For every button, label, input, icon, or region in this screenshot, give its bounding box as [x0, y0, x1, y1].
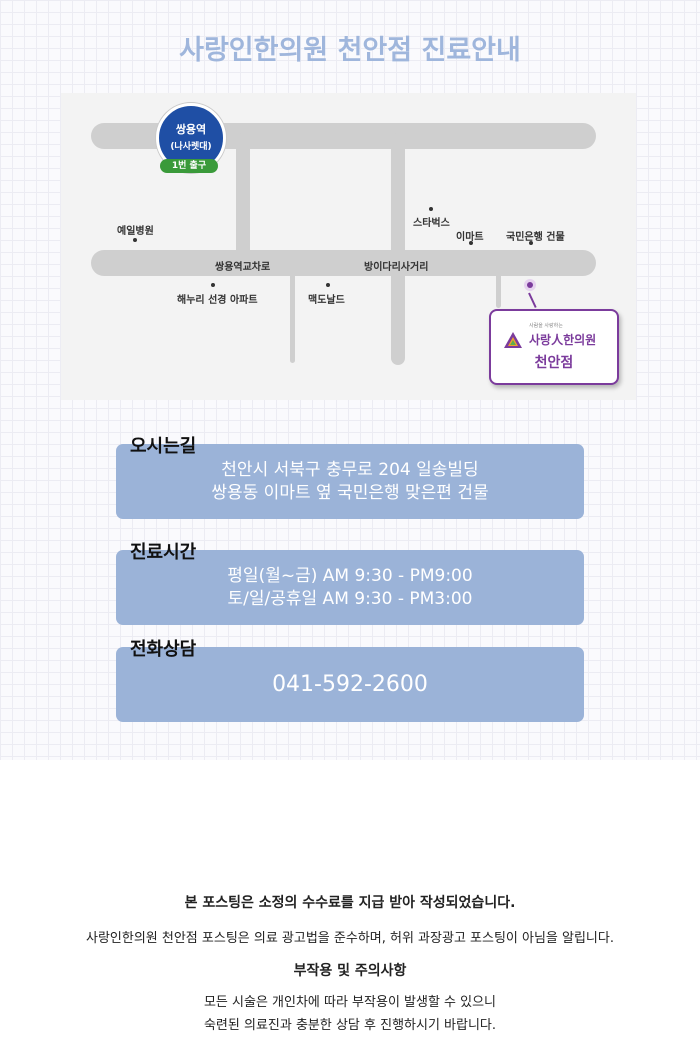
clinic-marker: 사람을 사랑하는 사랑人한의원 천안점 — [489, 309, 619, 385]
page-title: 사랑인한의원 천안점 진료안내 — [179, 35, 521, 66]
label-mcdonalds: 맥도날드 — [308, 295, 345, 306]
notice-side-effects-heading: 부작용 및 주의사항 — [293, 963, 407, 979]
hours-heading: 진료시간 — [130, 542, 197, 563]
label-emart: 이마트 — [456, 232, 484, 243]
location-heading: 오시는길 — [130, 436, 197, 457]
location-box: 천안시 서북구 충무로 204 일송빌딩 쌍용동 이마트 옆 국민은행 맞은편 … — [116, 444, 584, 519]
dot-apartment — [211, 283, 215, 287]
phone-heading: 전화상담 — [130, 639, 197, 660]
label-intersection1: 쌍용역교차로 — [215, 262, 271, 273]
notice-compliance: 사랑인한의원 천안점 포스팅은 의료 광고법을 준수하며, 허위 과장광고 포스… — [86, 931, 614, 946]
label-starbucks: 스타벅스 — [413, 218, 450, 229]
dot-hospital — [133, 238, 137, 242]
clinic-location-dot — [527, 282, 533, 288]
notice-side-effects-line2: 숙련된 의료진과 충분한 상담 후 진행하시기 바랍니다. — [203, 1018, 497, 1033]
clinic-brand: 사랑人한의원 — [529, 333, 597, 347]
notice-side-effects-line1: 모든 시술은 개인차에 따라 부작용이 발생할 수 있으니 — [203, 995, 497, 1010]
dot-bank — [529, 241, 533, 245]
phone-number[interactable]: 041-592-2600 — [272, 672, 428, 697]
hours-section: 진료시간 평일(월~금) AM 9:30 - PM9:00 토/일/공휴일 AM… — [116, 538, 584, 628]
location-section: 오시는길 천안시 서북구 충무로 204 일송빌딩 쌍용동 이마트 옆 국민은행… — [116, 432, 584, 522]
clinic-logo-icon — [504, 332, 522, 348]
dot-emart — [469, 241, 473, 245]
clinic-tagline: 사람을 사랑하는 — [529, 323, 563, 329]
label-bank: 국민은행 건물 — [506, 232, 565, 243]
road-left-vertical — [236, 133, 250, 263]
notice-sponsored: 본 포스팅은 소정의 수수료를 지급 받아 작성되었습니다. — [184, 895, 516, 911]
road-middle — [91, 250, 596, 276]
road-lower-right — [496, 263, 501, 308]
label-intersection2: 방이다리사거리 — [364, 262, 429, 273]
address-line1: 천안시 서북구 충무로 204 일송빌딩 — [221, 460, 479, 480]
dot-mcdonalds — [326, 283, 330, 287]
road-right-vertical — [391, 133, 405, 365]
clinic-pointer-line — [528, 292, 537, 308]
road-lower-left — [290, 263, 295, 363]
exit-badge: 1번 출구 — [160, 159, 218, 173]
label-apartment: 해누리 선경 아파트 — [177, 295, 258, 306]
location-map: 쌍용역 (나사렛대) 1번 출구 예일병원 쌍용역교차로 방이다리사거리 스타벅… — [61, 93, 636, 400]
station-subname: (나사렛대) — [170, 142, 212, 152]
station-name: 쌍용역 — [175, 123, 207, 136]
dot-starbucks — [429, 207, 433, 211]
hours-weekday: 평일(월~금) AM 9:30 - PM9:00 — [227, 566, 473, 586]
address-line2: 쌍용동 이마트 옆 국민은행 맞은편 건물 — [211, 483, 489, 503]
phone-section: 전화상담 041-592-2600 — [116, 635, 584, 725]
hours-weekend: 토/일/공휴일 AM 9:30 - PM3:00 — [227, 589, 473, 609]
hours-box: 평일(월~금) AM 9:30 - PM9:00 토/일/공휴일 AM 9:30… — [116, 550, 584, 625]
label-hospital: 예일병원 — [117, 226, 154, 237]
phone-box[interactable]: 041-592-2600 — [116, 647, 584, 722]
clinic-branch: 천안점 — [534, 355, 574, 371]
